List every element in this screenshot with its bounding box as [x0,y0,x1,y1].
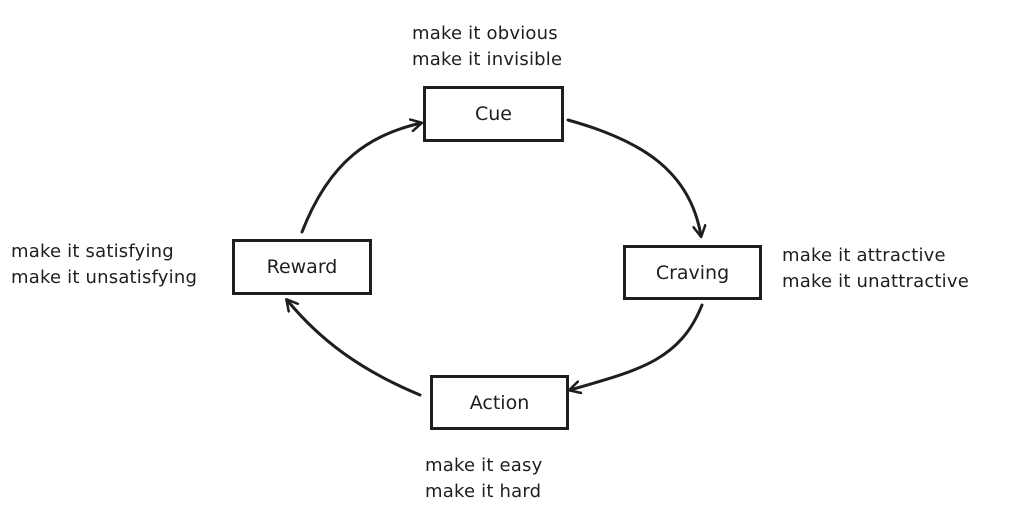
reward-notes: make it satisfying make it unsatisfying [11,239,197,291]
craving-node: Craving [623,245,762,300]
action-note-1: make it easy [425,455,543,476]
craving-note-1: make it attractive [782,245,946,266]
reward-node: Reward [232,239,372,295]
reward-note-2: make it unsatisfying [11,267,198,288]
cue-note-2: make it invisible [412,49,563,70]
cue-note-1: make it obvious [412,23,558,44]
arrow-reward-to-cue [300,123,421,234]
cue-notes: make it obvious make it invisible [412,21,562,73]
arrow-cue-to-craving [566,118,701,236]
craving-notes: make it attractive make it unattractive [782,243,969,295]
reward-note-1: make it satisfying [11,241,174,262]
action-notes: make it easy make it hard [425,453,542,505]
reward-label: Reward [266,256,338,278]
cue-node: Cue [423,86,564,142]
action-note-2: make it hard [425,481,542,502]
arrow-action-to-reward [287,300,422,397]
cue-label: Cue [475,103,512,125]
craving-note-2: make it unattractive [782,271,969,292]
craving-label: Craving [655,261,730,284]
action-label: Action [469,391,530,414]
action-node: Action [430,375,569,430]
arrow-craving-to-action [570,303,704,390]
